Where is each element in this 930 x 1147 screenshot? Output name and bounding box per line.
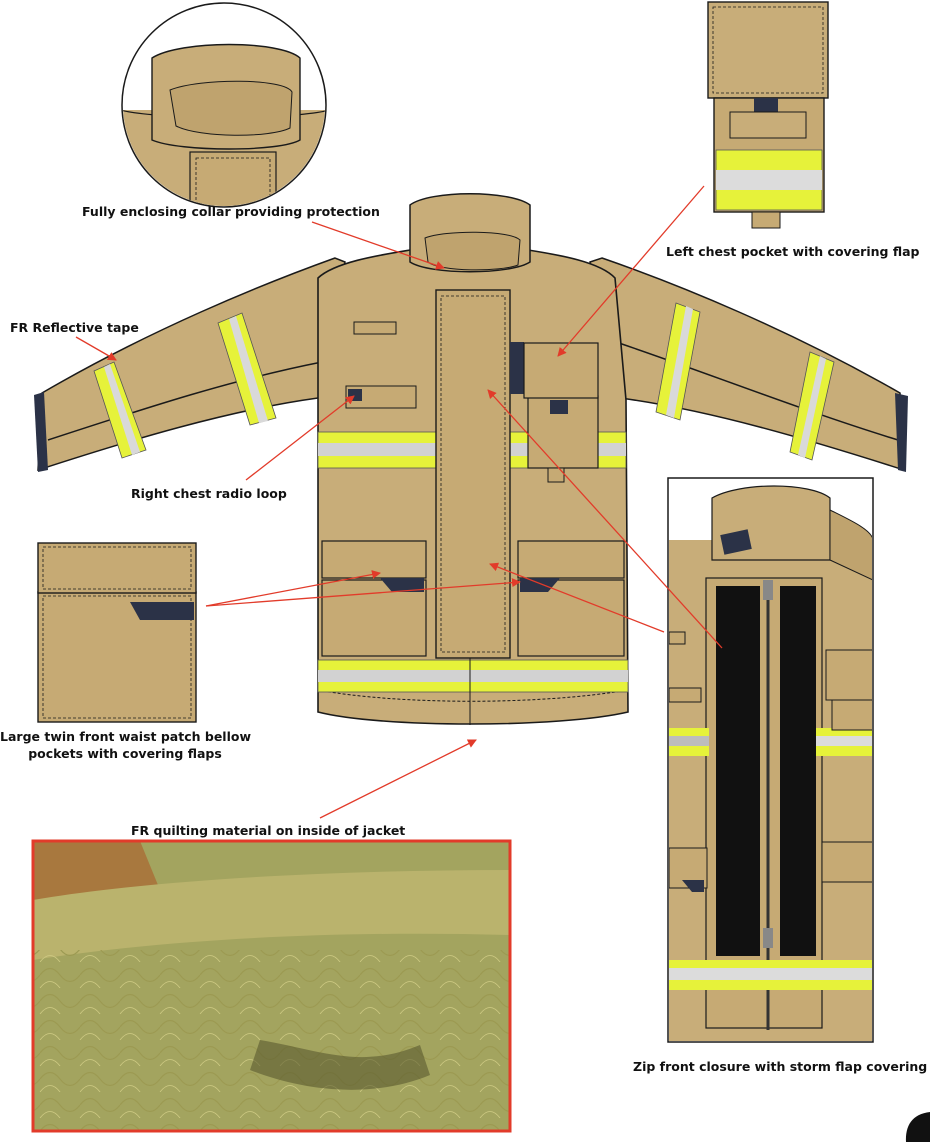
label-collar: Fully enclosing collar providing protect… [82, 204, 380, 219]
waist-pocket-left [321, 540, 427, 657]
label-waist-pockets-line2: pockets with covering flaps [28, 746, 222, 761]
waist-pocket-detail [37, 542, 197, 723]
label-reflective-tape: FR Reflective tape [10, 320, 139, 335]
arrow-reflective-tape [75, 336, 117, 361]
label-radio-loop: Right chest radio loop [131, 486, 287, 501]
arrow-collar [311, 221, 445, 270]
right-sleeve [589, 257, 905, 472]
black-corner-badge [905, 1112, 930, 1142]
arrow-chest-pocket [557, 185, 705, 357]
quilting-photo [31, 839, 512, 1133]
hem-reflective-band [317, 659, 629, 693]
left-sleeve-seam [47, 361, 323, 441]
arrow-zip-2 [489, 562, 665, 633]
chest-flap-small [353, 321, 397, 335]
zip-detail-panel [667, 477, 874, 1043]
chest-pocket-detail [707, 1, 829, 229]
label-zip-front: Zip front closure with storm flap coveri… [633, 1059, 928, 1074]
callout-arrows [75, 185, 723, 819]
arrow-waist-pocket-left [205, 570, 381, 607]
collar-strap [424, 231, 521, 271]
arrow-quilting [319, 739, 477, 819]
arrow-zip-1 [487, 389, 723, 649]
hem-curve [317, 689, 629, 702]
waist-pocket-right [517, 540, 625, 657]
jacket-main [34, 193, 908, 725]
label-quilting: FR quilting material on inside of jacket [131, 823, 406, 838]
chest-navy-gusset [510, 342, 524, 394]
arrow-waist-pocket-right [205, 578, 521, 607]
left-cuff [34, 392, 48, 472]
storm-flap [435, 289, 511, 659]
label-chest-pocket: Left chest pocket with covering flap [666, 244, 920, 259]
right-cuff [895, 393, 908, 472]
right-sleeve-seam [609, 339, 899, 441]
label-waist-pockets-line1: Large twin front waist patch bellow [0, 729, 252, 744]
right-sleeve-reflective-bands [655, 302, 835, 461]
collar-detail-circle [121, 2, 327, 208]
chest-pocket-flap [523, 342, 599, 399]
arrow-radio-loop [245, 395, 355, 481]
left-sleeve-reflective-bands [93, 312, 277, 459]
